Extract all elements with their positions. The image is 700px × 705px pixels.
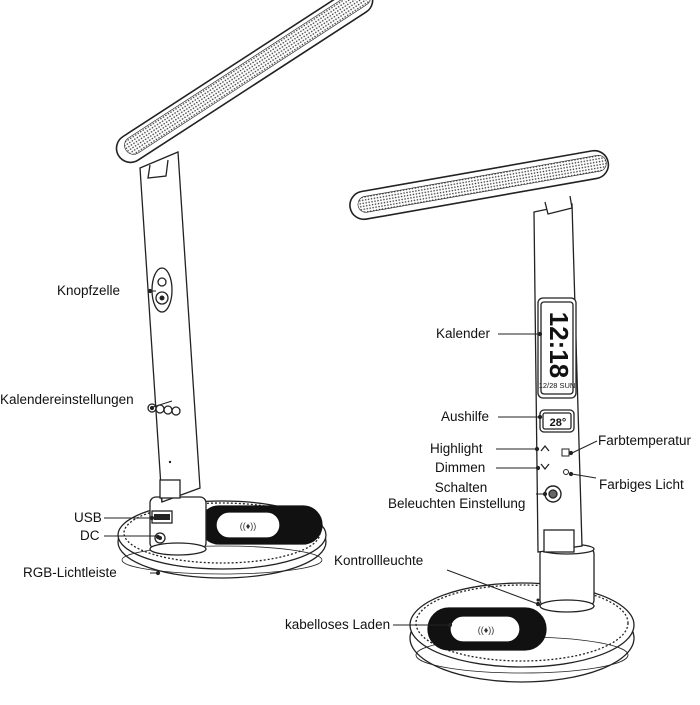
left-lamp-stem <box>139 151 201 503</box>
label-color-temperature: Farbtemperatur <box>598 433 692 448</box>
svg-text:((♦)): ((♦)) <box>240 521 257 531</box>
calendar-time: 12:18 <box>544 312 574 379</box>
left-lamp: ((♦)) <box>115 0 374 579</box>
left-charging-pad: ((♦)) <box>199 505 323 545</box>
right-charging-pad: ((♦)) <box>427 607 547 651</box>
label-switch-line2: Beleuchten Einstellung <box>388 496 526 511</box>
calendar-date: 12/28 SUN <box>539 381 576 390</box>
label-colored-light: Farbiges Licht <box>599 477 684 492</box>
temperature-value: 28° <box>550 417 567 429</box>
right-lamp: ((♦)) 12:18 12/28 SUN 28° <box>349 149 635 683</box>
label-dc: DC <box>80 528 100 543</box>
label-highlight: Highlight <box>430 441 483 456</box>
left-lamp-head <box>115 0 374 179</box>
calendar-display: 12:18 12/28 SUN <box>537 297 577 399</box>
label-switch-line1: Schalten <box>434 480 488 495</box>
label-temporary: Aushilfe <box>441 409 490 424</box>
label-usb: USB <box>74 510 102 525</box>
leader-lines <box>104 288 598 628</box>
left-pillar-socket <box>149 496 207 556</box>
label-button-cell: Knopfzelle <box>57 283 121 298</box>
temperature-display: 28° <box>539 409 575 433</box>
label-dimming: Dimmen <box>435 460 486 475</box>
right-lamp-head <box>349 149 610 221</box>
label-indicator-light: Kontrollleuchte <box>334 553 424 568</box>
svg-text:((♦)): ((♦)) <box>478 625 495 635</box>
label-wireless-charging: kabelloses Laden <box>285 617 391 632</box>
label-calendar-settings: Kalendereinstellungen <box>0 392 134 407</box>
label-calendar: Kalender <box>436 326 491 341</box>
right-pillar <box>536 543 595 613</box>
label-rgb-light-strip: RGB-Lichtleiste <box>23 565 117 580</box>
